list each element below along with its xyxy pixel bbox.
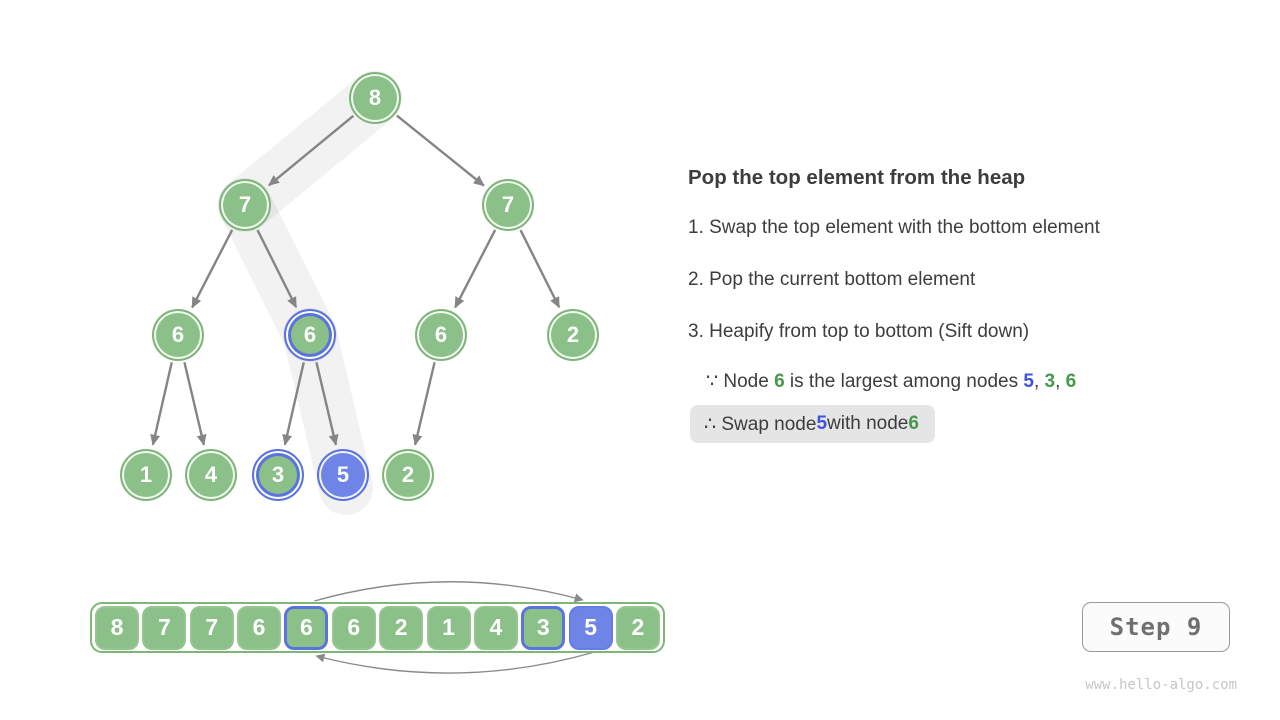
array-cell-7: 1 xyxy=(426,605,471,650)
tree-node-6: 6 xyxy=(415,309,467,361)
array-cell-5: 6 xyxy=(331,605,376,650)
because-line: ∵ Node 6 is the largest among nodes 5, 3… xyxy=(706,370,1076,394)
step-instruction-2: 2. Pop the current bottom element xyxy=(688,269,976,290)
text-segment: is the largest among nodes xyxy=(784,371,1024,392)
array-cell-3: 6 xyxy=(237,605,282,650)
text-segment: ∵ Node xyxy=(706,371,775,392)
tree-edge xyxy=(256,229,298,309)
tree-node-7: 7 xyxy=(482,179,534,231)
array-cell-0: 8 xyxy=(95,605,139,650)
array-cell-11: 2 xyxy=(615,605,660,650)
node-value-ref-3: 3 xyxy=(1044,371,1056,392)
step-instruction-3: 3. Heapify from top to bottom (Sift down… xyxy=(688,321,1030,342)
text-segment: with node xyxy=(827,413,909,434)
tree-edge xyxy=(412,361,436,446)
array-cell-9: 3 xyxy=(521,605,566,650)
tree-node-5: 5 xyxy=(317,449,369,501)
node-value-ref-5: 5 xyxy=(1023,371,1034,392)
tree-edge xyxy=(191,229,234,309)
panel-title: Pop the top element from the heap xyxy=(688,166,1026,189)
node-value-ref-6: 6 xyxy=(908,413,919,434)
array-cell-6: 2 xyxy=(379,605,424,650)
step-counter-button[interactable]: Step 9 xyxy=(1082,602,1230,652)
tree-edges xyxy=(150,114,561,446)
tree-edge xyxy=(315,361,339,446)
array-cell-1: 7 xyxy=(142,605,187,650)
node-value-ref-6: 6 xyxy=(1065,371,1077,392)
tree-node-3: 3 xyxy=(252,449,304,501)
array-cell-8: 4 xyxy=(473,605,518,650)
node-value-ref-5: 5 xyxy=(816,413,828,434)
tree-node-6: 6 xyxy=(284,309,336,361)
tree-node-6: 6 xyxy=(152,309,204,361)
array-cell-10: 5 xyxy=(568,605,613,650)
tree-edge xyxy=(396,114,485,187)
tree-edge xyxy=(519,229,561,309)
tree-node-4: 4 xyxy=(185,449,237,501)
text-segment: ∴ Swap node xyxy=(704,413,817,435)
tree-edge xyxy=(268,114,355,187)
array-swap-arrows xyxy=(314,581,595,674)
tree-edge xyxy=(183,361,207,446)
sift-down-highlight-path xyxy=(218,71,402,515)
therefore-highlight-box: ∴ Swap node 5 with node 6 xyxy=(690,405,935,443)
watermark-url: www.hello-algo.com xyxy=(1085,677,1237,693)
tree-node-2: 2 xyxy=(382,449,434,501)
text-segment: , xyxy=(1055,371,1066,392)
tree-edge xyxy=(282,362,305,446)
tree-edge xyxy=(150,362,173,446)
node-value-ref-6: 6 xyxy=(774,371,785,392)
tree-node-1: 1 xyxy=(120,449,172,501)
tree-node-8: 8 xyxy=(349,72,401,124)
tree-edge xyxy=(454,229,497,309)
text-segment: , xyxy=(1033,371,1045,392)
tree-node-2: 2 xyxy=(547,309,599,361)
swap-arc-top xyxy=(314,581,584,603)
tree-node-7: 7 xyxy=(219,179,271,231)
array-cell-2: 7 xyxy=(189,605,234,650)
step-instruction-1: 1. Swap the top element with the bottom … xyxy=(688,217,1100,238)
array-cell-4: 6 xyxy=(284,605,329,650)
swap-arc-bottom xyxy=(315,651,595,674)
